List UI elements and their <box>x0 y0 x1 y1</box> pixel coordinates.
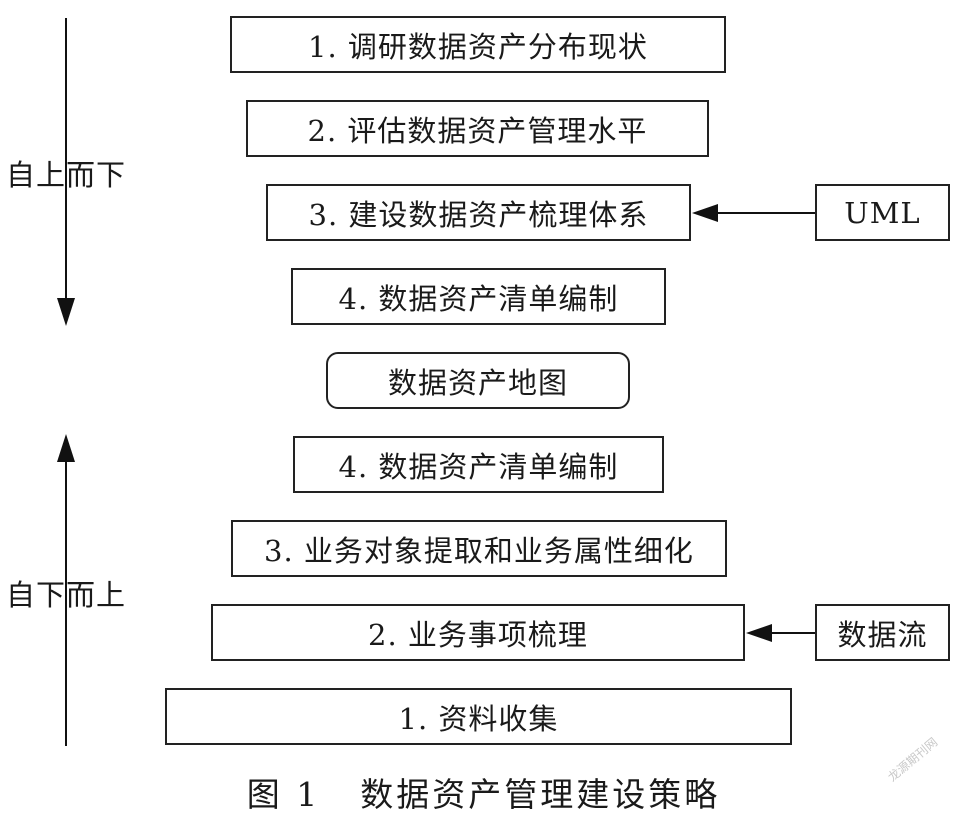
bottom-up-arrowhead <box>57 434 75 462</box>
uml-box: UML <box>815 184 950 241</box>
figure-title: 数据资产管理建设策略 <box>360 775 721 814</box>
bottom-up-step-3: 3. 业务对象提取和业务属性细化 <box>231 520 727 577</box>
figure-number: 图 1 <box>246 775 321 814</box>
top-down-step-3: 3. 建设数据资产梳理体系 <box>266 184 691 241</box>
figure-caption: 图 1 数据资产管理建设策略 <box>0 768 967 816</box>
data-asset-map-box: 数据资产地图 <box>326 352 630 409</box>
data-flow-arrowhead <box>746 624 772 642</box>
data-flow-box: 数据流 <box>815 604 950 661</box>
bottom-up-step-4: 4. 数据资产清单编制 <box>293 436 664 493</box>
uml-arrowhead <box>692 204 718 222</box>
bottom-up-step-1: 1. 资料收集 <box>165 688 792 745</box>
top-down-step-4: 4. 数据资产清单编制 <box>291 268 666 325</box>
bottom-up-label: 自下而上 <box>6 578 127 612</box>
top-down-step-2: 2. 评估数据资产管理水平 <box>246 100 709 157</box>
top-down-arrowhead <box>57 298 75 326</box>
bottom-up-step-2: 2. 业务事项梳理 <box>211 604 745 661</box>
top-down-label: 自上而下 <box>6 158 127 192</box>
top-down-step-1: 1. 调研数据资产分布现状 <box>230 16 726 73</box>
